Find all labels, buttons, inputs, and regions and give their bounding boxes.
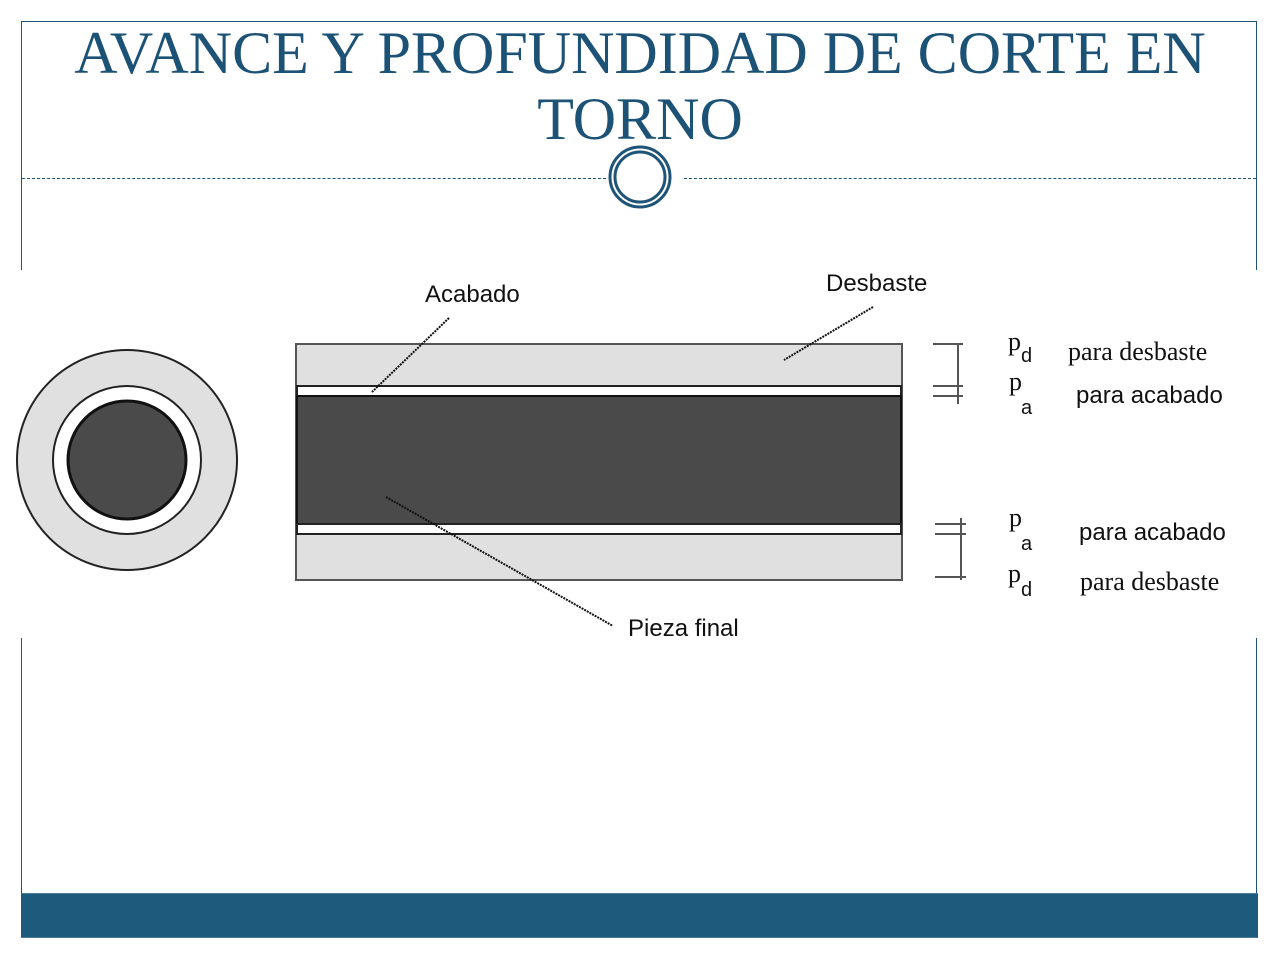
- svg-text:para acabado: para acabado: [1076, 382, 1223, 409]
- svg-text:p: p: [1008, 559, 1021, 588]
- acabado-leader: [371, 317, 450, 393]
- svg-text:a: a: [1021, 533, 1033, 555]
- dimension-bracket-top: [933, 343, 963, 404]
- legend-pa-top: p a para acabado: [1009, 367, 1223, 419]
- title-divider-left: [22, 178, 606, 179]
- legend-pd-top: p d para desbaste: [1008, 327, 1207, 367]
- slide-title: AVANCE Y PROFUNDIDAD DE CORTE EN TORNO: [21, 20, 1259, 152]
- label-desbaste: Desbaste: [826, 270, 927, 297]
- svg-text:d: d: [1021, 345, 1032, 367]
- cross-section: [16, 349, 238, 571]
- pieza-final-leader: [385, 496, 614, 627]
- footer-bar: [21, 893, 1258, 938]
- legend-pa-bottom: p a para acabado: [1009, 503, 1226, 555]
- legend-pd-bottom: p d para desbaste: [1008, 559, 1219, 601]
- title-line-1: AVANCE Y PROFUNDIDAD DE CORTE EN: [74, 20, 1206, 86]
- label-pieza-final: Pieza final: [628, 615, 739, 638]
- longitudinal-section: [295, 343, 903, 581]
- svg-text:p: p: [1009, 367, 1022, 396]
- svg-text:para acabado: para acabado: [1079, 519, 1226, 546]
- title-divider-right: [684, 178, 1256, 179]
- double-circle-ornament-icon: [608, 145, 672, 209]
- dimension-bracket-bottom: [935, 518, 966, 580]
- label-acabado: Acabado: [425, 281, 520, 308]
- title-line-2: TORNO: [537, 86, 743, 152]
- svg-text:d: d: [1021, 579, 1032, 601]
- svg-text:p: p: [1008, 327, 1021, 356]
- svg-text:p: p: [1009, 503, 1022, 532]
- svg-text:a: a: [1021, 397, 1033, 419]
- desbaste-leader: [783, 306, 874, 361]
- turning-depth-diagram: Acabado Desbaste Pieza final p d para de…: [0, 270, 1280, 638]
- svg-text:para desbaste: para desbaste: [1068, 337, 1207, 366]
- svg-text:para desbaste: para desbaste: [1080, 567, 1219, 596]
